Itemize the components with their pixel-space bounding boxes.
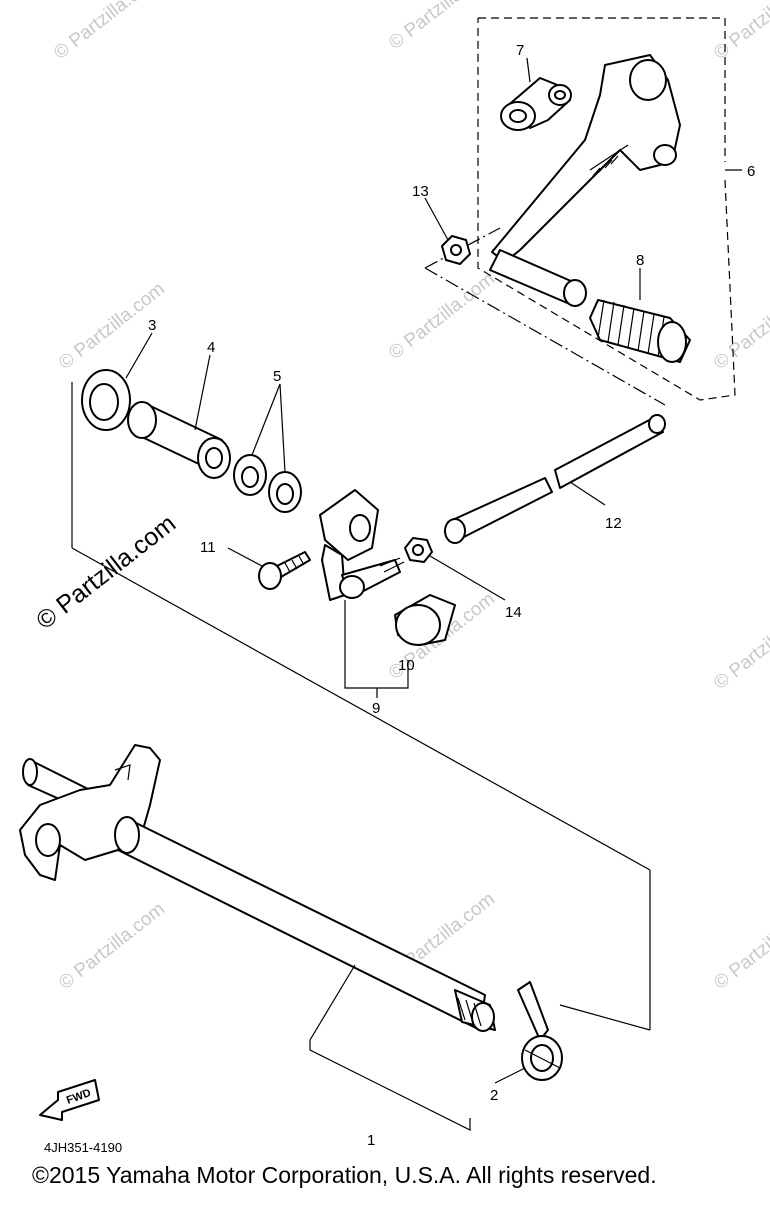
- callout-2: 2: [490, 1087, 498, 1104]
- part-1-shift-shaft: [19, 744, 496, 1032]
- callout-13: 13: [412, 183, 429, 200]
- part-9-shift-arm: [319, 489, 405, 601]
- axis-line-spring: [559, 1004, 651, 1031]
- watermark: © Partzilla.com: [710, 0, 770, 64]
- watermark: © Partzilla.com: [55, 899, 169, 994]
- part-11-bolt: [258, 551, 311, 590]
- part-6-shift-pedal: [489, 54, 681, 307]
- part-12-shift-rod: [444, 414, 666, 544]
- group-box-6-lower: [477, 18, 736, 401]
- callout-10: 10: [398, 657, 415, 674]
- part-14-nut: [404, 537, 433, 563]
- watermark: © Partzilla.com: [710, 279, 770, 374]
- part-3-oil-seal: [81, 369, 131, 431]
- callout-14: 14: [505, 604, 522, 621]
- part-5-bearings: [233, 454, 302, 513]
- diagram-part-number: 4JH351-4190: [44, 1140, 123, 1155]
- bracket-1: [309, 1040, 471, 1131]
- watermark: © Partzilla.com: [385, 269, 499, 364]
- callout-numbers: 1 2 3 4 5 6 7 8 9 10 11 12 13 14: [148, 42, 755, 1149]
- callout-7: 7: [516, 42, 524, 59]
- callout-8: 8: [636, 252, 644, 269]
- callout-1: 1: [367, 1132, 375, 1149]
- axis-line-shaft: [71, 547, 651, 871]
- callout-11: 11: [200, 539, 216, 556]
- callout-6: 6: [747, 163, 755, 180]
- watermark: © Partzilla.com: [385, 0, 499, 54]
- callout-5: 5: [273, 368, 281, 385]
- watermark: © Partzilla.com: [50, 0, 164, 64]
- part-4-collar: [127, 401, 231, 479]
- axis-line-upper: [424, 267, 666, 406]
- part-13-nut: [441, 235, 471, 265]
- fwd-arrow: FWD: [39, 1079, 100, 1121]
- leader-1: [309, 964, 356, 1041]
- copyright-notice: ©2015 Yamaha Motor Corporation, U.S.A. A…: [32, 1162, 657, 1188]
- callout-4: 4: [207, 339, 215, 356]
- watermark: © Partzilla.com: [710, 899, 770, 994]
- leaders: [125, 57, 641, 601]
- part-10-boot: [394, 594, 456, 646]
- watermark: © Partzilla.com: [710, 599, 770, 694]
- callout-9: 9: [372, 700, 380, 717]
- part-8-pedal-rubber: [589, 299, 691, 363]
- callout-3: 3: [148, 317, 156, 334]
- group-box-6: [478, 17, 726, 162]
- leader-2: [494, 1067, 526, 1084]
- part-7-rod-end: [500, 77, 572, 131]
- part-2-return-spring: [517, 981, 563, 1081]
- callout-12: 12: [605, 515, 622, 532]
